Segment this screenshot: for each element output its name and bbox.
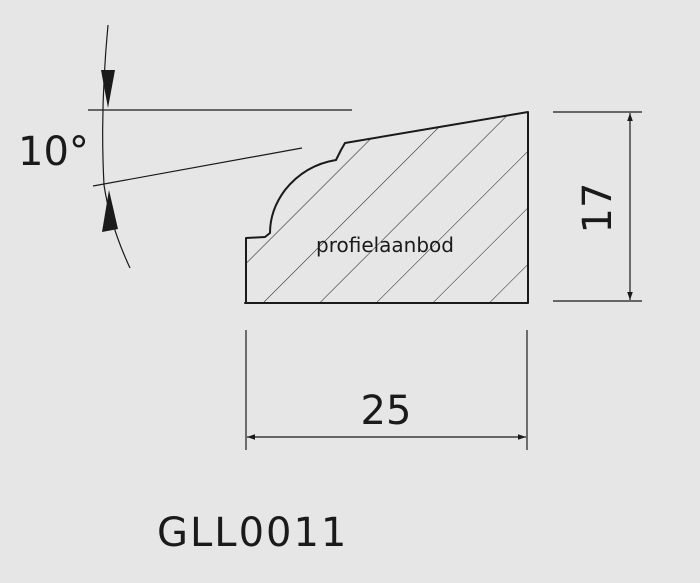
- watermark-text: profielaanbod: [316, 233, 454, 257]
- angle-arrow-bottom: [102, 190, 118, 232]
- profile-code: GLL0011: [157, 510, 348, 556]
- angle-label: 10°: [18, 129, 89, 175]
- angle-arc: [102, 24, 131, 269]
- width-dimension: [245, 330, 528, 450]
- height-dimension: [553, 111, 642, 302]
- angle-slope-line: [92, 147, 303, 187]
- width-label: 25: [361, 388, 412, 434]
- angle-arrow-top: [101, 70, 115, 108]
- height-label: 17: [575, 183, 621, 234]
- profile-section: [244, 111, 529, 304]
